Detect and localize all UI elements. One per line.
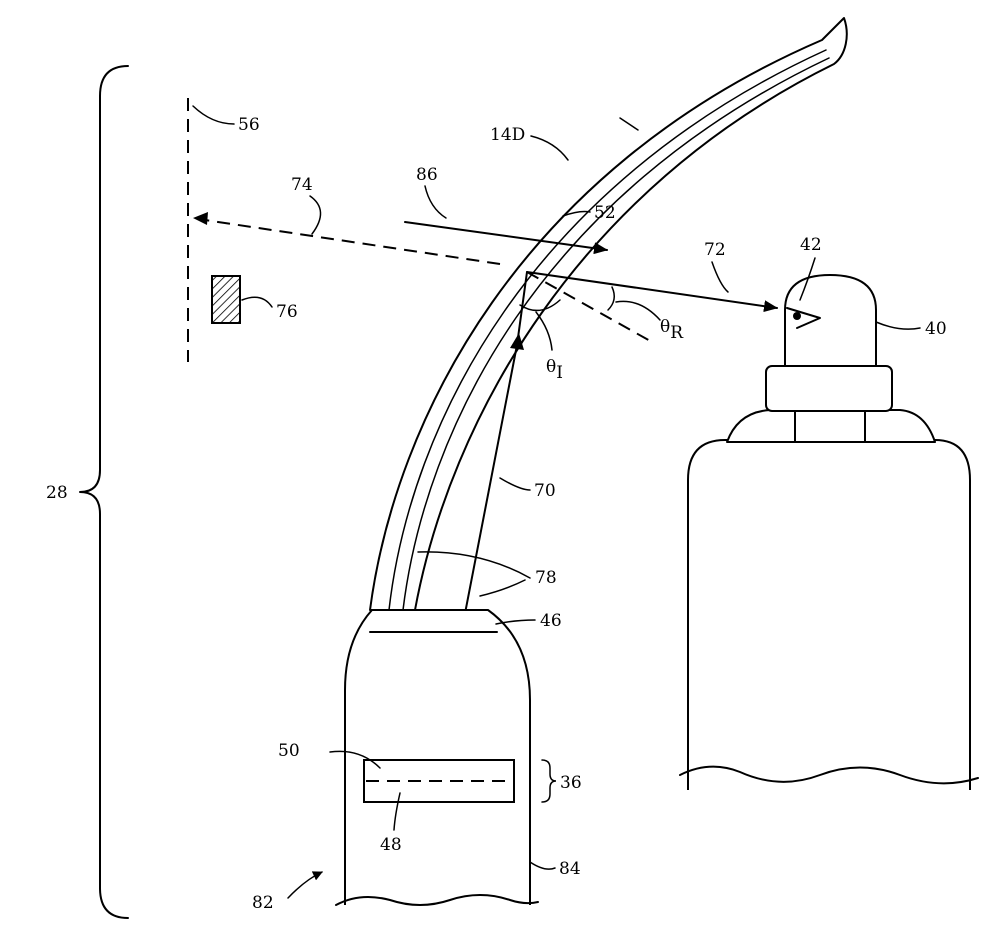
- label-46: 46: [540, 611, 562, 631]
- label-78: 78: [535, 568, 557, 588]
- leader-78a: [417, 551, 531, 579]
- normal-line: [526, 271, 653, 343]
- label-48: 48: [380, 835, 402, 855]
- leader-42: [799, 257, 816, 301]
- leader-50: [329, 750, 381, 769]
- label-50: 50: [278, 741, 300, 761]
- label-14d: 14D: [490, 125, 525, 145]
- leader-14d: [530, 135, 569, 161]
- object-76: [211, 275, 241, 324]
- leader-78b: [479, 579, 526, 597]
- leader-52: [562, 210, 591, 217]
- leader-86: [424, 185, 447, 219]
- angle-arc-r: [607, 286, 615, 311]
- leader-40: [875, 321, 921, 330]
- label-28: 28: [46, 483, 68, 503]
- leader-46: [495, 619, 536, 625]
- label-82: 82: [252, 893, 274, 913]
- housing-84: [335, 609, 539, 906]
- angle-arc-i: [519, 299, 561, 312]
- label-36: 36: [560, 773, 582, 793]
- label-56: 56: [238, 115, 260, 135]
- curved-waveguide: [369, 17, 848, 611]
- label-74: 74: [291, 175, 313, 195]
- leader-84: [529, 861, 556, 870]
- label-76: 76: [276, 302, 298, 322]
- ray-74: [197, 218, 501, 265]
- leader-theta-i: [535, 311, 553, 351]
- label-40: 40: [925, 319, 947, 339]
- label-86: 86: [416, 165, 438, 185]
- label-42: 42: [800, 235, 822, 255]
- ray-86: [404, 221, 608, 255]
- leader-82: [287, 871, 323, 899]
- leader-70: [499, 477, 531, 491]
- theta-i: θI: [546, 357, 563, 383]
- label-84: 84: [559, 859, 581, 879]
- leader-48: [393, 792, 401, 831]
- arrowhead-74: [193, 212, 208, 225]
- label-70: 70: [534, 481, 556, 501]
- ray-72: [526, 271, 778, 313]
- ray-70-continuation: [516, 271, 528, 346]
- brace-28: [79, 65, 129, 919]
- leader-theta-r: [615, 300, 661, 321]
- leader-72: [711, 261, 729, 293]
- leader-56: [192, 105, 235, 125]
- theta-r: θR: [660, 317, 684, 343]
- label-52: 52: [594, 203, 616, 223]
- label-72: 72: [704, 240, 726, 260]
- viewer-40: [679, 274, 979, 790]
- brace-36: [541, 759, 557, 803]
- leader-74: [309, 195, 322, 235]
- leader-76: [241, 296, 273, 308]
